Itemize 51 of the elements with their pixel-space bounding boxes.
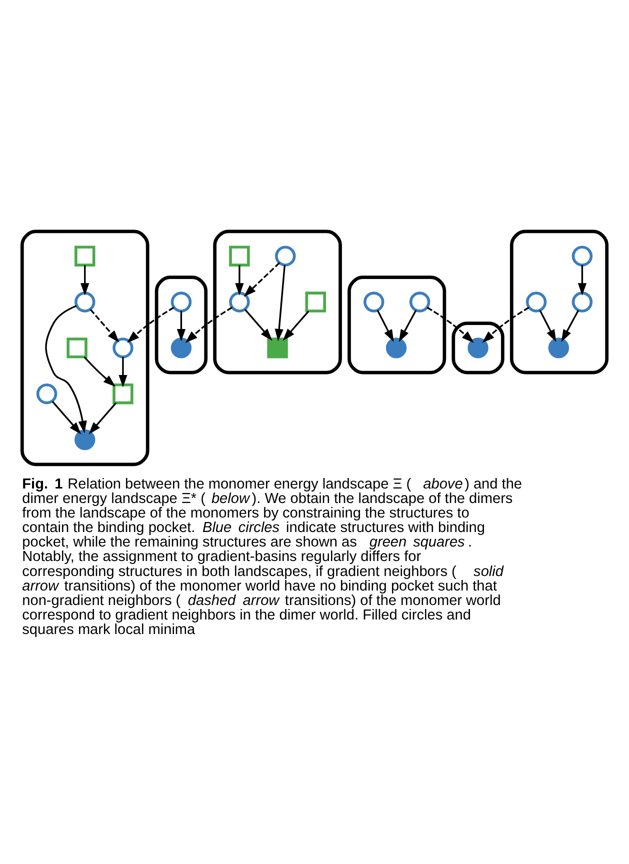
- node-box: [305, 291, 326, 312]
- cluster: [154, 275, 208, 374]
- arrow: [274, 264, 286, 341]
- arrow: [176, 310, 186, 341]
- node-circle: [468, 337, 488, 358]
- node-circle: [170, 337, 192, 358]
- node-circle: [386, 337, 407, 358]
- arrow: [45, 304, 87, 433]
- arrow: [88, 402, 117, 434]
- node-circle: [364, 291, 384, 312]
- node-circle: [229, 291, 250, 312]
- node-box: [229, 245, 250, 266]
- arrow: [398, 309, 417, 342]
- cluster: [20, 229, 150, 466]
- arrow: [282, 310, 310, 340]
- cluster: [452, 321, 504, 374]
- arrow: [578, 264, 587, 295]
- node-circle: [409, 291, 430, 312]
- arrow: [84, 356, 116, 386]
- arrow: [185, 306, 232, 342]
- node-circle: [74, 428, 96, 450]
- cluster: [348, 275, 446, 374]
- arrow: [482, 306, 530, 342]
- node-box: [74, 245, 96, 266]
- node-circle: [112, 337, 134, 358]
- node-box: [112, 383, 134, 404]
- node-circle: [170, 291, 192, 312]
- arrow: [561, 309, 580, 342]
- caption: Fig. 1 Relation between the monomer energy landscape Ξ (above) and the dimer energy landscape Ξ* (below). We obtain the landscape of the dimers from the landscape of the monomers by constraining the structures to contain the binding pocket. Blue circles indicate structures with binding pocket, while the remaining structures are shown as green squares. Notably, the assignment to gradient-basins regularly differs for corresponding structures in both landscapes, if gradient neighbors (solid arrow transitions) of the monomer world have no binding pocket such that non-gradient neighbors (dashed arrow transitions) of the monomer world correspond to gradient neighbors in the dimer world. Filled circles and squares mark local minima: [22, 476, 522, 638]
- node-circle: [36, 383, 58, 404]
- cluster: [213, 229, 342, 374]
- arrow: [80, 264, 90, 295]
- arrow: [244, 308, 272, 340]
- arrow: [118, 356, 128, 387]
- node-circle: [572, 291, 593, 312]
- arrow: [127, 306, 174, 342]
- arrow: [539, 309, 556, 342]
- arrow: [235, 264, 244, 295]
- cluster: [510, 229, 609, 374]
- arrow: [244, 262, 280, 296]
- arrow: [90, 308, 120, 342]
- node-circle: [74, 291, 96, 312]
- node-circle: [548, 337, 570, 358]
- node-circle: [526, 291, 547, 312]
- node-circle: [572, 245, 593, 266]
- node-box: [66, 337, 88, 358]
- arrow: [376, 309, 394, 342]
- arrow: [426, 306, 474, 342]
- node-circle: [275, 245, 296, 266]
- node-box: [267, 337, 288, 358]
- arrow: [52, 400, 82, 434]
